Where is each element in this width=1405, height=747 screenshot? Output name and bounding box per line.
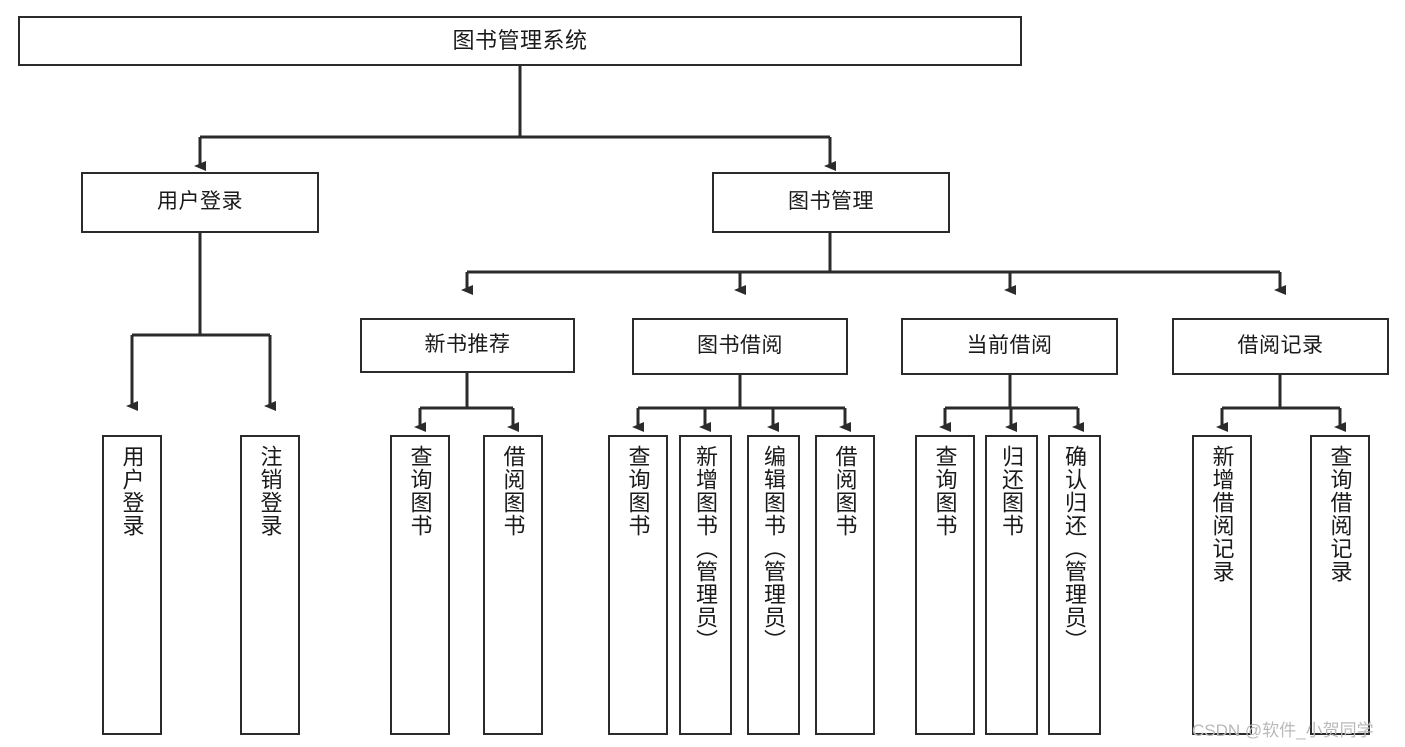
node-label: 新增借阅记录 <box>1209 445 1235 583</box>
leaf-current-borrow-confirm-return[interactable]: 确认归还（管理员） <box>1048 435 1101 735</box>
node-label: 借阅图书 <box>832 445 858 537</box>
node-book-management[interactable]: 图书管理 <box>712 172 950 233</box>
node-borrow-record[interactable]: 借阅记录 <box>1172 318 1389 375</box>
node-label: 用户登录 <box>119 445 145 537</box>
node-label: 图书管理 <box>788 190 874 214</box>
leaf-new-book-borrow[interactable]: 借阅图书 <box>483 435 543 735</box>
node-label: 借阅图书 <box>500 445 526 537</box>
node-label: 归还图书 <box>999 445 1025 537</box>
leaf-new-book-query[interactable]: 查询图书 <box>390 435 450 735</box>
leaf-book-borrow-edit[interactable]: 编辑图书（管理员） <box>747 435 800 735</box>
leaf-user-login-logout[interactable]: 注销登录 <box>240 435 300 735</box>
leaf-user-login-login[interactable]: 用户登录 <box>102 435 162 735</box>
node-root-system[interactable]: 图书管理系统 <box>18 16 1022 66</box>
node-label: 查询借阅记录 <box>1327 445 1353 583</box>
node-label: 图书管理系统 <box>452 28 588 54</box>
leaf-borrow-record-add[interactable]: 新增借阅记录 <box>1192 435 1252 735</box>
node-current-borrow[interactable]: 当前借阅 <box>901 318 1118 375</box>
node-new-book-recommend[interactable]: 新书推荐 <box>360 318 575 373</box>
leaf-current-borrow-return[interactable]: 归还图书 <box>985 435 1038 735</box>
node-label: 查询图书 <box>932 445 958 537</box>
node-label: 当前借阅 <box>966 334 1053 358</box>
leaf-book-borrow-query[interactable]: 查询图书 <box>608 435 668 735</box>
node-label: 注销登录 <box>257 445 283 537</box>
leaf-book-borrow-add[interactable]: 新增图书（管理员） <box>679 435 732 735</box>
node-label: 用户登录 <box>157 190 243 214</box>
node-label: 新书推荐 <box>424 333 511 357</box>
node-label: 图书借阅 <box>697 334 783 358</box>
node-label: 借阅记录 <box>1237 334 1324 358</box>
node-label: 查询图书 <box>407 445 433 537</box>
node-label: 查询图书 <box>625 445 651 537</box>
node-label: 新增图书（管理员） <box>693 445 719 652</box>
node-label: 确认归还（管理员） <box>1062 445 1088 652</box>
node-user-login[interactable]: 用户登录 <box>81 172 319 233</box>
node-label: 编辑图书（管理员） <box>761 445 787 652</box>
leaf-borrow-record-query[interactable]: 查询借阅记录 <box>1310 435 1370 735</box>
csdn-watermark: CSDN @软件_小贺同学 <box>1192 721 1374 740</box>
leaf-book-borrow-borrow[interactable]: 借阅图书 <box>815 435 875 735</box>
leaf-current-borrow-query[interactable]: 查询图书 <box>915 435 975 735</box>
node-book-borrow[interactable]: 图书借阅 <box>632 318 848 375</box>
